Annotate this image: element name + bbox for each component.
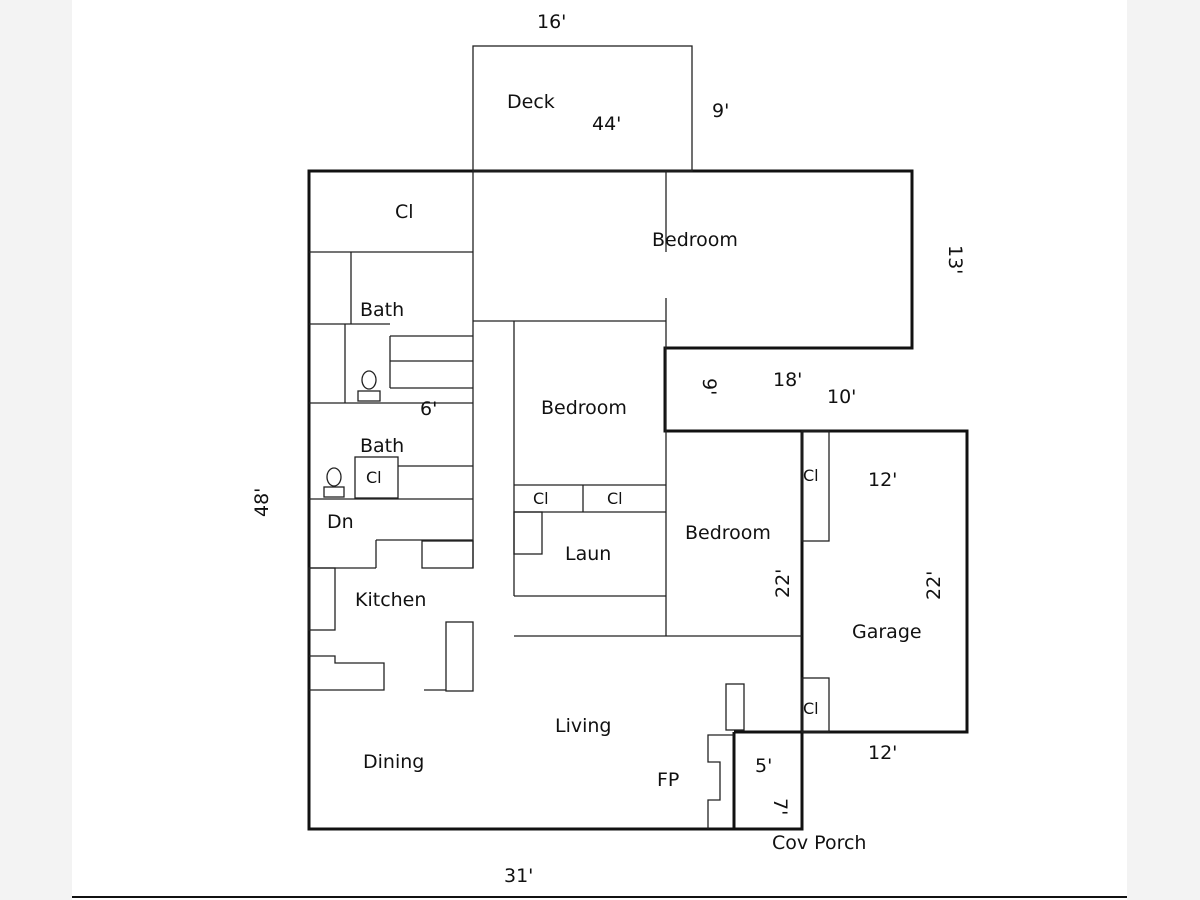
label-closet-a: Cl [533, 489, 549, 508]
dimension-labels: 16' 44' 9' 13' 48' 6' 9' 18' 10' 12' 22'… [251, 11, 966, 887]
dim-deck-area: 44' [592, 113, 621, 135]
label-deck: Deck [507, 91, 555, 113]
dim-house-width: 31' [504, 865, 533, 887]
label-bedroom-master: Bedroom [652, 229, 738, 251]
label-laundry: Laun [565, 543, 611, 565]
label-bath-lower: Bath [360, 435, 404, 457]
dim-garage-top-width: 12' [868, 469, 897, 491]
exterior-walls [307, 169, 969, 831]
dim-porch-width: 5' [755, 755, 772, 777]
dim-porch-depth: 7' [769, 798, 791, 815]
label-fireplace: FP [657, 769, 679, 791]
interior-walls [308, 171, 830, 829]
deck-outline [472, 45, 693, 172]
label-porch: Cov Porch [772, 832, 866, 854]
dim-hall-nine: 9' [698, 378, 720, 395]
label-closet-b: Cl [607, 489, 623, 508]
dim-house-depth: 48' [251, 488, 273, 517]
floor-plan-sheet: Deck Cl Bedroom Bath Bath Cl Bedroom Cl … [72, 0, 1127, 900]
label-closet-garage-bottom: Cl [803, 699, 819, 718]
label-closet-top: Cl [395, 201, 414, 223]
dim-garage-bottom-width: 12' [868, 742, 897, 764]
label-living: Living [555, 715, 612, 737]
label-bedroom-middle: Bedroom [541, 397, 627, 419]
dim-deck-width: 16' [537, 11, 566, 33]
label-closet-bath: Cl [366, 468, 382, 487]
dim-bath-six: 6' [420, 398, 437, 420]
floor-plan: Deck Cl Bedroom Bath Bath Cl Bedroom Cl … [72, 11, 1127, 898]
label-bedroom-right: Bedroom [685, 522, 771, 544]
dim-garage-depth: 22' [923, 571, 945, 600]
label-garage: Garage [852, 621, 922, 643]
house-outline [307, 169, 969, 831]
dim-master-depth: 13' [944, 245, 966, 274]
label-kitchen: Kitchen [355, 589, 426, 611]
label-bath-upper: Bath [360, 299, 404, 321]
dim-deck-depth: 9' [712, 100, 729, 122]
dim-bedroom-depth: 22' [772, 569, 794, 598]
label-down: Dn [327, 511, 354, 533]
label-closet-garage-top: Cl [803, 466, 819, 485]
dim-hall-eighteen: 18' [773, 369, 802, 391]
room-labels: Deck Cl Bedroom Bath Bath Cl Bedroom Cl … [327, 91, 922, 854]
label-dining: Dining [363, 751, 424, 773]
dim-hall-ten: 10' [827, 386, 856, 408]
